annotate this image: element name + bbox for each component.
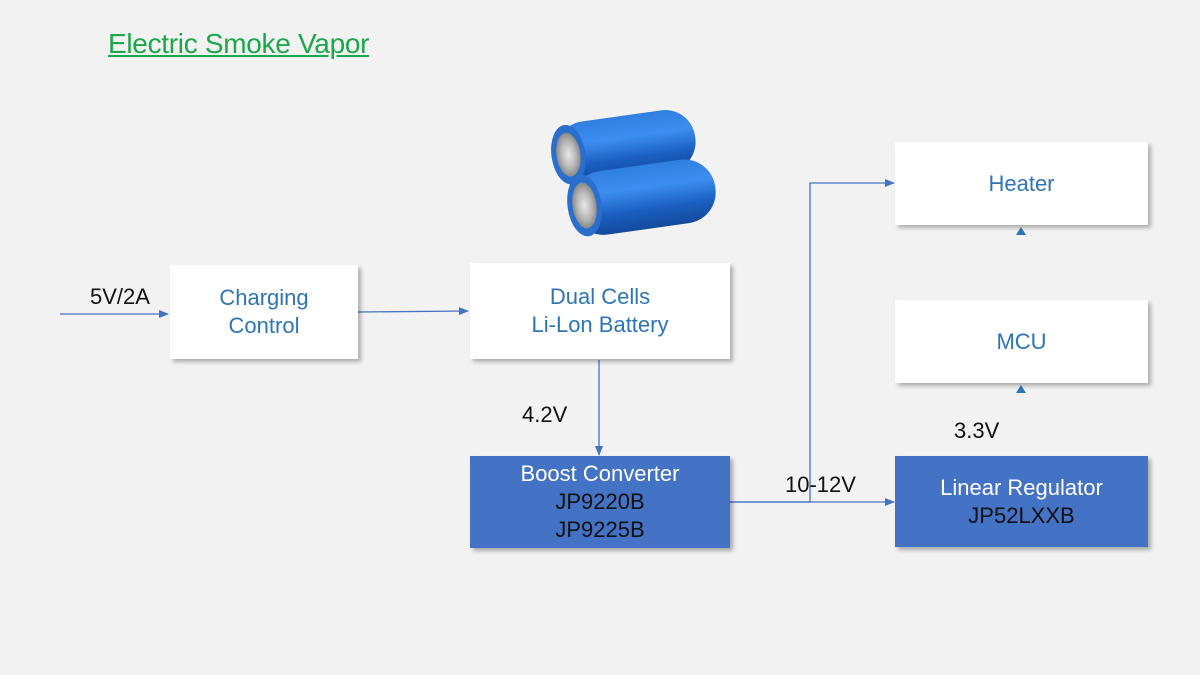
battery-label-line1: Dual Cells	[549, 284, 651, 309]
boost-converter-label: Boost Converter	[520, 461, 680, 486]
heater-label: Heater	[988, 170, 1055, 196]
battery-voltage-label: 4.2V	[522, 402, 568, 427]
mcu-to-heater-arrowhead	[1016, 227, 1026, 235]
battery-block: Dual Cells Li-Lon Battery	[470, 263, 730, 359]
boost-to-heater-arrow	[730, 179, 895, 503]
linear-regulator-part: JP52LXXB	[968, 502, 1075, 528]
linear-regulator-block: Linear Regulator JP52LXXB	[895, 456, 1148, 547]
battery-label-line2: Li-Lon Battery	[531, 312, 669, 337]
boost-converter-part-2: JP9225B	[555, 517, 645, 542]
boost-converter-part-1: JP9220B	[555, 489, 645, 514]
boost-converter-block: Boost Converter JP9220B JP9225B	[470, 456, 730, 548]
charging-control-block: Charging Control	[170, 265, 358, 359]
input-voltage-label: 5V/2A	[90, 284, 150, 309]
heater-block: Heater	[895, 142, 1148, 225]
page-title: Electric Smoke Vapor	[108, 28, 370, 59]
regulator-output-voltage-label: 3.3V	[954, 418, 1000, 443]
mcu-block: MCU	[895, 300, 1148, 383]
charging-control-label-line2: Control	[228, 313, 300, 338]
linear-regulator-label: Linear Regulator	[940, 474, 1103, 500]
mcu-label: MCU	[996, 328, 1047, 354]
charging-to-battery-arrow	[357, 307, 469, 316]
battery-cells-icon	[551, 110, 716, 237]
charging-control-label-line1: Charging	[219, 285, 309, 310]
boost-output-voltage-label: 10-12V	[785, 472, 856, 497]
regulator-to-mcu-arrowhead	[1016, 385, 1026, 393]
